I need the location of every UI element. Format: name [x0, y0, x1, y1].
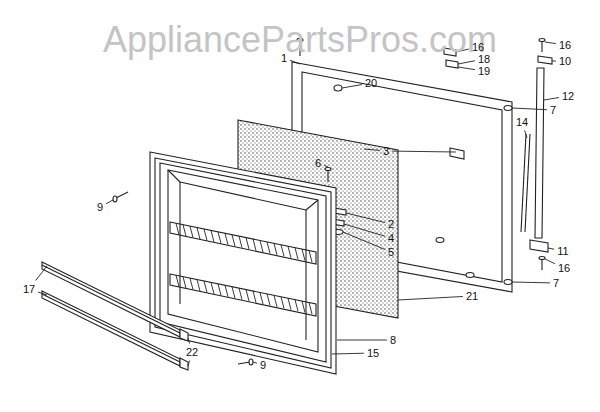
leader-line: [512, 282, 550, 284]
hinge-rod: [535, 68, 544, 238]
shelf-hatch: [295, 300, 298, 312]
watermark: AppliancePartsPros.com: [103, 22, 497, 58]
leader-line: [548, 248, 554, 249]
leader-line: [544, 98, 559, 100]
leader-line: [36, 266, 47, 281]
shelf-hatch: [288, 246, 291, 258]
leader-line: [346, 213, 385, 223]
leader-line: [458, 61, 475, 64]
shelf-hatch: [204, 281, 207, 293]
shelf-hatch: [288, 298, 291, 310]
shelf-hatch: [281, 245, 284, 257]
shelf-hatch: [197, 280, 200, 292]
shelf-hatch: [176, 223, 179, 235]
leader-line: [188, 361, 190, 367]
callout-number: 12: [562, 91, 574, 102]
shelf-hatch: [183, 225, 186, 237]
callout-number: 17: [23, 284, 35, 295]
shelf-hatch: [239, 288, 242, 300]
callout-number: 16: [559, 40, 571, 51]
shelf-hatch: [225, 233, 228, 245]
shelf-hatch: [309, 303, 312, 315]
callout-number: 21: [466, 291, 478, 302]
leader-line: [332, 353, 364, 355]
shelf-hatch: [309, 251, 312, 263]
shelf-hatch: [267, 294, 270, 306]
leader-line: [545, 259, 555, 264]
leader-line: [253, 362, 257, 363]
shelf-hatch: [253, 239, 256, 251]
leader-line: [392, 151, 456, 153]
leader-line: [342, 85, 362, 88]
shelf-hatch: [218, 232, 221, 244]
shelf-hatch: [267, 242, 270, 254]
leader-line: [188, 338, 190, 344]
leader-line: [38, 292, 47, 295]
callout-number: 5: [388, 247, 394, 258]
callout-number: 9: [260, 360, 266, 371]
leader-line: [337, 340, 387, 341]
shelf-hatch: [225, 285, 228, 297]
shelf-hatch: [218, 284, 221, 296]
callout-number: 16: [472, 42, 484, 53]
shelf-hatch: [302, 249, 305, 261]
shelf-hatch: [204, 229, 207, 241]
leader-line: [545, 42, 556, 44]
shelf-hatch: [246, 238, 249, 250]
shelf-hatch: [232, 287, 235, 299]
leader-line: [512, 108, 547, 110]
callout-number: 16: [558, 263, 570, 274]
shelf-hatch: [190, 278, 193, 290]
leader-line: [398, 296, 463, 300]
trim-strip: [42, 291, 180, 366]
shelf-hatch: [183, 277, 186, 289]
leader-line: [552, 61, 556, 62]
callout-number: 4: [388, 233, 394, 244]
shelf-hatch: [232, 235, 235, 247]
callout-number: 14: [516, 117, 528, 128]
callout-number: 6: [315, 158, 321, 169]
shelf-hatch: [246, 290, 249, 302]
shelf-hatch: [211, 230, 214, 242]
shelf-hatch: [295, 248, 298, 260]
shelf-hatch: [302, 301, 305, 313]
shelf-hatch: [260, 240, 263, 252]
callout-number: 19: [478, 66, 490, 77]
leader-line: [106, 200, 113, 204]
callout-number: 15: [367, 348, 379, 359]
leader-line: [525, 131, 527, 139]
leader-line: [324, 165, 328, 167]
callout-number: 20: [365, 78, 377, 89]
leader-line: [344, 224, 385, 236]
leader-line: [290, 60, 300, 64]
callout-number: 11: [557, 246, 568, 257]
shelf-hatch: [239, 236, 242, 248]
callout-number: 10: [559, 56, 571, 67]
callout-number: 22: [186, 347, 198, 358]
shelf-hatch: [211, 282, 214, 294]
leader-line: [364, 149, 380, 150]
callout-number: 2: [388, 219, 394, 230]
callout-number: 7: [553, 278, 559, 289]
callout-number: 18: [478, 54, 490, 65]
shelf-hatch: [253, 291, 256, 303]
shelf-hatch: [176, 275, 179, 287]
callout-number: 3: [383, 146, 389, 157]
shelf-hatch: [274, 295, 277, 307]
shelf-hatch: [274, 243, 277, 255]
callout-number: 7: [550, 105, 556, 116]
shelf-hatch: [260, 292, 263, 304]
shelf-hatch: [190, 226, 193, 238]
inner-liner: [150, 152, 336, 374]
callout-number: 8: [390, 335, 396, 346]
callout-number: 1: [281, 53, 287, 64]
shelf-hatch: [197, 228, 200, 240]
leader-line: [343, 232, 385, 249]
callout-number: 9: [97, 202, 103, 213]
leader-line: [458, 67, 475, 70]
shelf-hatch: [281, 297, 284, 309]
